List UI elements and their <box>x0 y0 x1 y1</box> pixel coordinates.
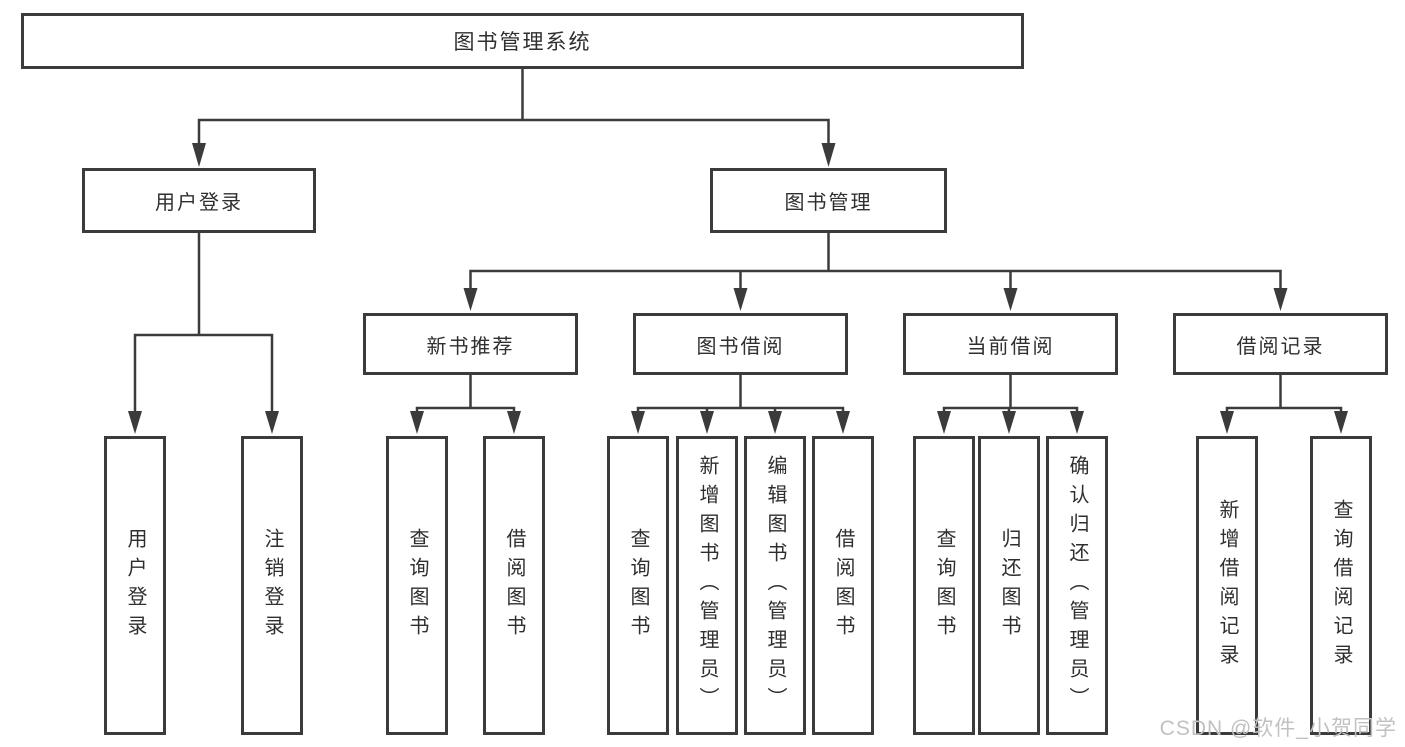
node-current-borrow: 当前借阅 <box>903 313 1118 375</box>
node-root: 图书管理系统 <box>21 13 1024 69</box>
node-leaf-logout: 注销登录 <box>241 436 303 735</box>
node-new-book-recommend-label: 新书推荐 <box>426 335 515 358</box>
node-borrow-record-label: 借阅记录 <box>1236 335 1325 358</box>
node-leaf-confirm-return-admin-label: 确认归还（管理员） <box>1066 455 1088 716</box>
csdn-watermark: CSDN @软件_小贺同学 <box>1159 717 1397 740</box>
arrowhead-icon <box>1003 288 1018 311</box>
node-leaf-add-book-admin: 新增图书（管理员） <box>676 436 738 735</box>
arrowhead-icon <box>700 411 714 434</box>
arrowhead-icon <box>1070 411 1084 434</box>
node-book-management: 图书管理 <box>710 168 947 233</box>
node-leaf-return-book-label: 归还图书 <box>998 527 1020 644</box>
node-root-label: 图书管理系统 <box>453 31 592 54</box>
node-new-book-recommend: 新书推荐 <box>363 313 578 375</box>
node-leaf-add-borrow-record-label: 新增借阅记录 <box>1216 498 1238 673</box>
node-leaf-edit-book-admin-label: 编辑图书（管理员） <box>764 455 786 716</box>
node-leaf-query-borrow-record: 查询借阅记录 <box>1310 436 1372 735</box>
node-leaf-return-book: 归还图书 <box>978 436 1040 735</box>
arrowhead-icon <box>821 143 836 167</box>
arrowhead-icon <box>1334 411 1348 434</box>
node-current-borrow-label: 当前借阅 <box>966 335 1055 358</box>
node-leaf-borrow-book-recommend-label: 借阅图书 <box>503 527 525 644</box>
arrowhead-icon <box>768 411 782 434</box>
arrowhead-icon <box>631 411 645 434</box>
node-leaf-confirm-return-admin: 确认归还（管理员） <box>1046 436 1108 735</box>
arrowhead-icon <box>1220 411 1234 434</box>
node-leaf-add-borrow-record: 新增借阅记录 <box>1196 436 1258 735</box>
arrowhead-icon <box>265 411 279 434</box>
arrowhead-icon <box>1002 411 1016 434</box>
node-leaf-user-login-label: 用户登录 <box>124 527 146 644</box>
arrowhead-icon <box>128 411 142 434</box>
node-user-login-label: 用户登录 <box>155 192 243 214</box>
node-leaf-add-book-admin-label: 新增图书（管理员） <box>696 455 718 716</box>
node-book-borrow: 图书借阅 <box>633 313 848 375</box>
node-book-management-label: 图书管理 <box>784 192 873 214</box>
node-leaf-borrow-book-recommend: 借阅图书 <box>483 436 545 735</box>
arrowhead-icon <box>507 411 521 434</box>
arrowhead-icon <box>410 411 424 434</box>
node-leaf-query-book-borrow-label: 查询图书 <box>627 527 649 644</box>
node-leaf-user-login: 用户登录 <box>104 436 166 735</box>
node-leaf-query-book-current: 查询图书 <box>913 436 975 735</box>
node-leaf-logout-label: 注销登录 <box>261 527 283 644</box>
arrowhead-icon <box>937 411 951 434</box>
node-leaf-borrow-book: 借阅图书 <box>812 436 874 735</box>
node-book-borrow-label: 图书借阅 <box>696 335 785 358</box>
node-leaf-borrow-book-label: 借阅图书 <box>832 527 854 644</box>
arrowhead-icon <box>192 143 206 167</box>
node-leaf-query-book-recommend: 查询图书 <box>386 436 448 735</box>
node-borrow-record: 借阅记录 <box>1173 313 1388 375</box>
node-user-login: 用户登录 <box>82 168 316 233</box>
arrowhead-icon <box>836 411 850 434</box>
node-leaf-query-book-current-label: 查询图书 <box>933 527 955 644</box>
arrowhead-icon <box>463 288 478 311</box>
node-leaf-query-borrow-record-label: 查询借阅记录 <box>1330 498 1352 673</box>
node-leaf-edit-book-admin: 编辑图书（管理员） <box>744 436 806 735</box>
node-leaf-query-book-borrow: 查询图书 <box>607 436 669 735</box>
arrowhead-icon <box>1273 288 1288 311</box>
arrowhead-icon <box>733 288 748 311</box>
node-leaf-query-book-recommend-label: 查询图书 <box>406 527 428 644</box>
